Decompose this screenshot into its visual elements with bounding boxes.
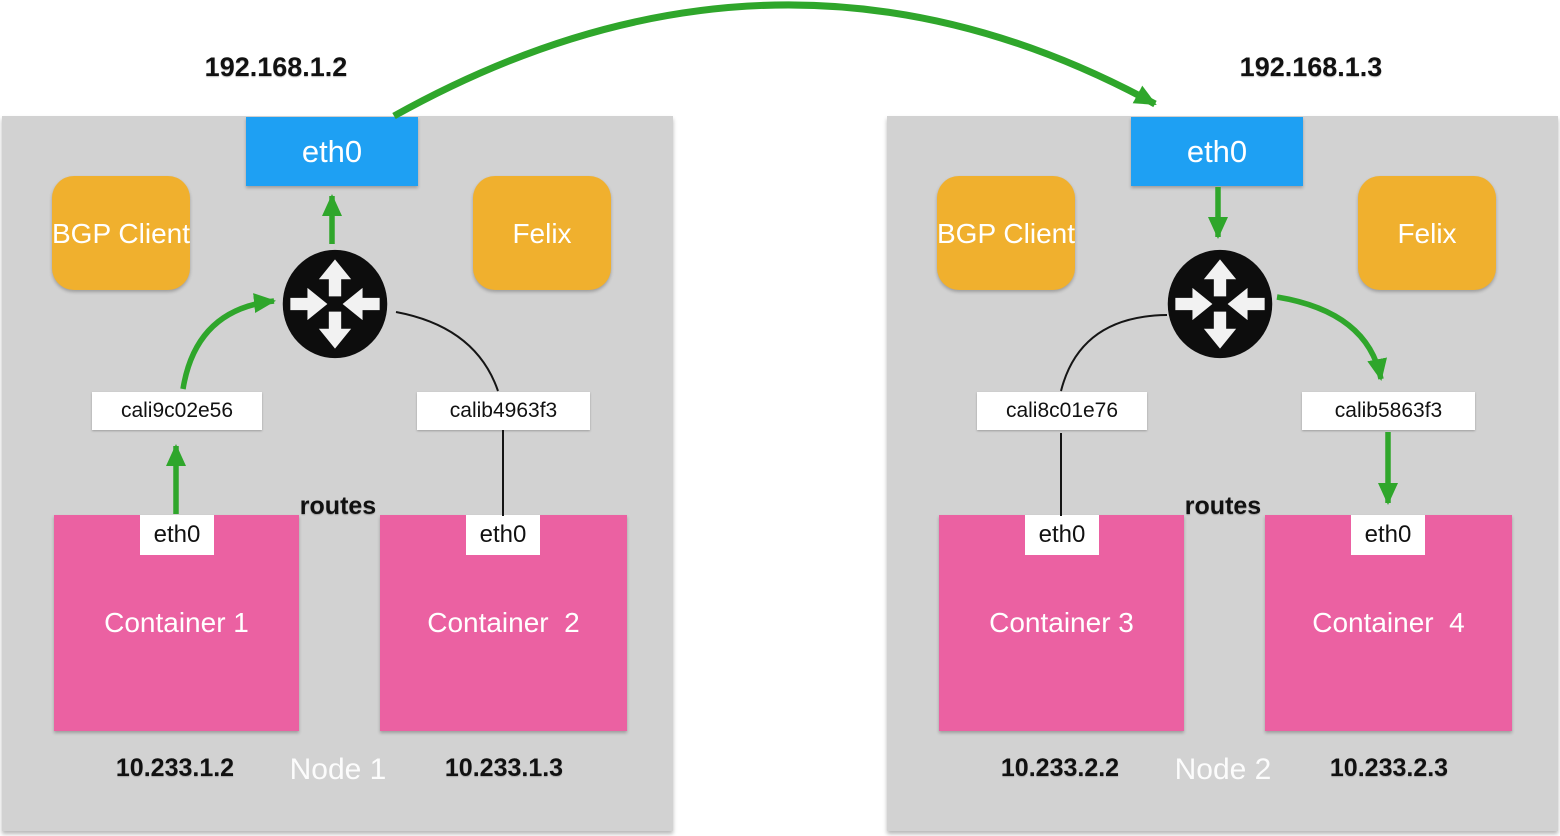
container2-name: Container 2 <box>427 607 580 638</box>
node1-routes-label: routes <box>299 492 377 520</box>
node1-label: Node 1 <box>289 753 387 786</box>
container2-ip: 10.233.1.3 <box>444 754 564 782</box>
container3-ip: 10.233.2.2 <box>1000 754 1120 782</box>
node2-veth2-label: calib5863f3 <box>1302 392 1475 430</box>
container2-eth0-tag: eth0 <box>466 515 540 555</box>
node1-felix-box: Felix <box>473 176 611 290</box>
router-icon <box>1167 249 1273 359</box>
node1-host-ip: 192.168.1.2 <box>204 52 348 82</box>
container1-name: Container 1 <box>104 607 249 638</box>
container4-name: Container 4 <box>1312 607 1465 638</box>
node1-veth2-label: calib4963f3 <box>417 392 590 430</box>
node2-bgp-client-box: BGP Client <box>937 176 1075 290</box>
node1-container1-box: Container 1 <box>54 515 299 731</box>
node2-host-ip: 192.168.1.3 <box>1239 52 1383 82</box>
container4-eth0-tag: eth0 <box>1351 515 1425 555</box>
container1-ip: 10.233.1.2 <box>115 754 235 782</box>
node2-eth0-interface: eth0 <box>1131 117 1303 186</box>
node2-box: eth0 BGP Client Felix routes cali8c01e76… <box>887 116 1558 831</box>
container3-eth0-tag: eth0 <box>1025 515 1099 555</box>
router-icon <box>282 249 388 359</box>
node1-bgp-client-box: BGP Client <box>52 176 190 290</box>
container4-ip: 10.233.2.3 <box>1329 754 1449 782</box>
arrow-node1-eth0-to-node2-eth0 <box>392 1 1157 120</box>
node2-label: Node 2 <box>1174 753 1272 786</box>
container3-name: Container 3 <box>989 607 1134 638</box>
node2-felix-box: Felix <box>1358 176 1496 290</box>
node2-veth1-label: cali8c01e76 <box>977 392 1147 430</box>
node1-veth1-label: cali9c02e56 <box>92 392 262 430</box>
node1-box: eth0 BGP Client Felix routes cali9c02e56… <box>2 116 673 831</box>
container1-eth0-tag: eth0 <box>140 515 214 555</box>
node2-routes-label: routes <box>1184 492 1262 520</box>
node1-eth0-interface: eth0 <box>246 117 418 186</box>
